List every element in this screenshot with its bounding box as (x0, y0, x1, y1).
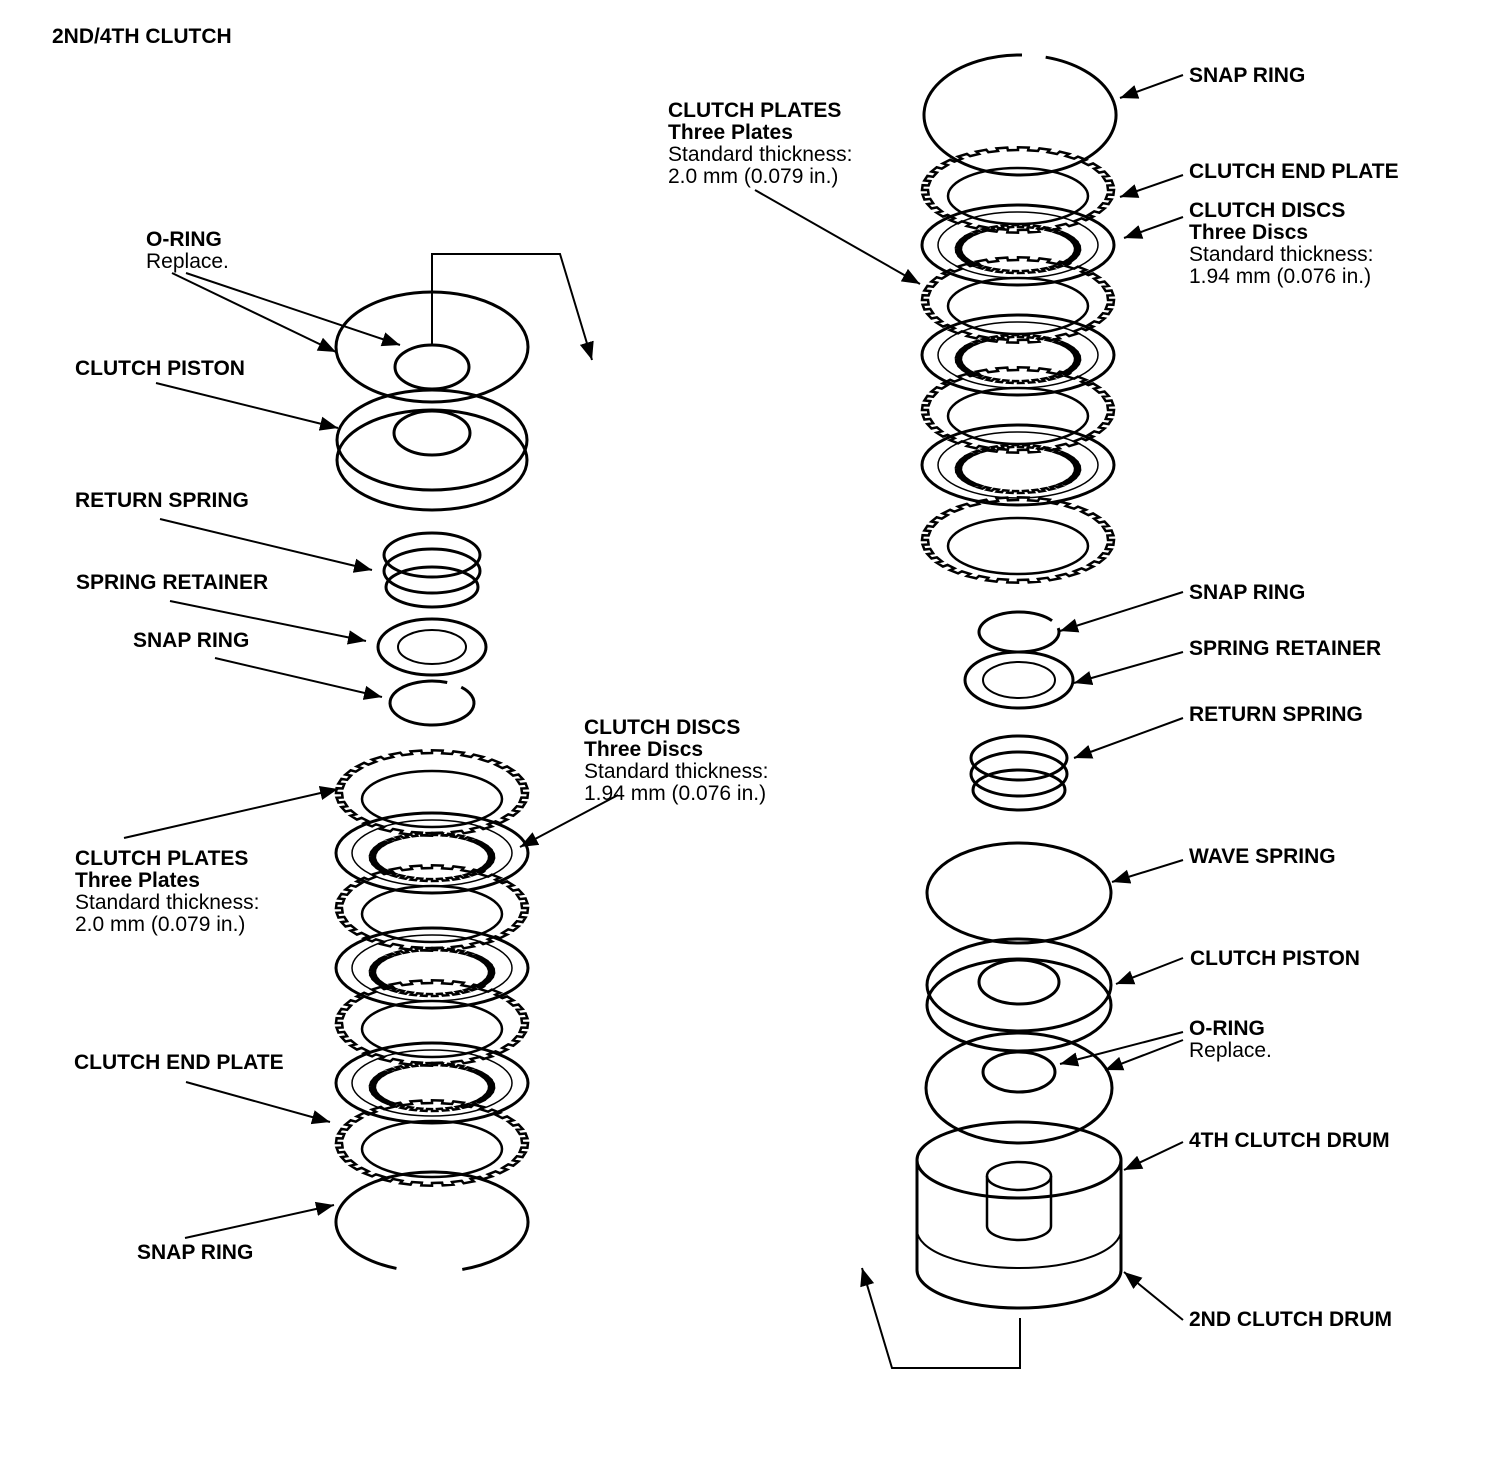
right-clutch-drum-body (915, 1160, 1123, 1310)
label-right-snap-ring-mid: SNAP RING (1189, 581, 1306, 604)
label-right-clutch-plates: CLUTCH PLATES Three Plates Standard thic… (668, 99, 853, 188)
label-right-snap-ring-top: SNAP RING (1189, 64, 1306, 87)
leader-right-spring-retainer (1073, 651, 1184, 686)
leader-left-o-ring-outer (171, 272, 337, 353)
left-clutch-end-plate-inner (360, 1119, 504, 1179)
label-left-snap-ring-upper: SNAP RING (133, 629, 250, 652)
right-return-spring-coil-1 (969, 734, 1069, 782)
leader-right-clutch-discs (1123, 216, 1184, 239)
label-right-clutch-discs: CLUTCH DISCS Three Discs Standard thickn… (1189, 199, 1374, 288)
label-left-o-ring: O-RING Replace. (146, 228, 229, 273)
leader-right-flow-arrow (860, 1267, 1021, 1369)
right-clutch-disc-2-outer (920, 313, 1116, 397)
left-return-spring-coil-1 (382, 531, 482, 579)
left-clutch-plate-2-inner (360, 884, 504, 944)
left-spring-retainer-outer (376, 617, 488, 677)
right-clutch-drum-hub-top (985, 1160, 1053, 1192)
leader-left-snap-ring-lower (184, 1201, 335, 1239)
left-clutch-disc-2-inner-spline (368, 946, 496, 998)
left-clutch-piston-bore (392, 409, 472, 457)
leader-right-clutch-end-plate (1119, 174, 1184, 198)
left-clutch-disc-2-outer (334, 926, 530, 1010)
left-snap-ring-lower (334, 1170, 530, 1271)
label-left-clutch-end-plate: CLUTCH END PLATE (74, 1051, 284, 1074)
leader-right-snap-ring-mid (1059, 591, 1184, 633)
right-snap-ring-top (922, 53, 1118, 177)
leader-left-spring-retainer (169, 600, 367, 645)
left-clutch-disc-3-inner-spline (368, 1061, 496, 1113)
left-clutch-piston-top (335, 388, 529, 492)
leader-left-clutch-end-plate (185, 1081, 331, 1125)
right-clutch-plate-3-inner (946, 516, 1090, 576)
right-clutch-piston-top (925, 937, 1113, 1033)
right-o-ring-outer (924, 1031, 1114, 1145)
label-left-clutch-discs: CLUTCH DISCS Three Discs Standard thickn… (584, 716, 769, 805)
left-clutch-piston-bottom (335, 408, 529, 512)
diagram-title: 2ND/4TH CLUTCH (52, 25, 232, 48)
left-clutch-plate-1-inner (360, 769, 504, 829)
label-right-4th-clutch-drum: 4TH CLUTCH DRUM (1189, 1129, 1390, 1152)
left-clutch-disc-3-friction (351, 1049, 513, 1117)
right-clutch-plate-3-outer (920, 496, 1116, 584)
right-o-ring-inner (981, 1050, 1057, 1094)
left-o-ring-inner (393, 343, 471, 391)
label-right-wave-spring: WAVE SPRING (1189, 845, 1336, 868)
right-clutch-disc-2-inner-spline (954, 333, 1082, 385)
right-clutch-disc-1-inner-spline (954, 223, 1082, 275)
label-left-spring-retainer: SPRING RETAINER (76, 571, 269, 594)
right-clutch-end-plate-outer (920, 146, 1116, 234)
right-clutch-disc-1-outer (920, 203, 1116, 287)
label-left-return-spring: RETURN SPRING (75, 489, 249, 512)
label-right-return-spring: RETURN SPRING (1189, 703, 1363, 726)
leader-right-o-ring-inner (1059, 1031, 1184, 1067)
leader-left-clutch-piston (155, 382, 339, 431)
leader-right-wave-spring (1111, 859, 1184, 884)
label-left-clutch-piston: CLUTCH PISTON (75, 357, 245, 380)
right-clutch-disc-3-outer (920, 423, 1116, 507)
right-clutch-drum-seam (916, 1229, 1122, 1269)
label-right-2nd-clutch-drum: 2ND CLUTCH DRUM (1189, 1308, 1392, 1331)
left-clutch-disc-3-outer (334, 1041, 530, 1125)
label-left-snap-ring-lower: SNAP RING (137, 1241, 254, 1264)
right-spring-retainer-inner (982, 661, 1056, 699)
right-4th-clutch-drum-top (915, 1120, 1123, 1200)
right-clutch-piston-bore (977, 958, 1061, 1006)
label-right-clutch-piston: CLUTCH PISTON (1190, 947, 1360, 970)
label-right-spring-retainer: SPRING RETAINER (1189, 637, 1382, 660)
left-clutch-plate-3-inner (360, 999, 504, 1059)
right-wave-spring (925, 841, 1113, 945)
leader-right-return-spring (1073, 717, 1184, 759)
label-right-clutch-end-plate: CLUTCH END PLATE (1189, 160, 1399, 183)
left-spring-retainer-inner (397, 629, 467, 665)
leader-right-o-ring-outer (1104, 1039, 1184, 1071)
label-left-clutch-plates: CLUTCH PLATES Three Plates Standard thic… (75, 847, 260, 936)
leader-right-clutch-plates (754, 189, 921, 285)
leader-right-snap-ring-top (1119, 74, 1184, 99)
left-return-spring-coil-3 (384, 565, 480, 609)
right-return-spring-coil-2 (969, 750, 1069, 798)
right-spring-retainer-outer (963, 650, 1075, 710)
right-clutch-plate-1-outer (920, 256, 1116, 344)
leader-left-snap-ring-upper (214, 657, 383, 700)
leader-right-4th-clutch-drum (1123, 1141, 1184, 1171)
leader-left-return-spring (159, 518, 373, 573)
right-clutch-plate-2-outer (920, 366, 1116, 454)
leader-right-2nd-clutch-drum (1123, 1271, 1184, 1321)
right-clutch-drum-hub (985, 1176, 1053, 1242)
leader-left-clutch-plates (123, 785, 339, 839)
right-clutch-disc-3-inner-spline (954, 443, 1082, 495)
left-snap-ring-upper (388, 679, 476, 727)
leader-right-clutch-piston (1115, 957, 1184, 985)
right-snap-ring-mid (977, 610, 1061, 654)
leader-left-o-ring-inner (185, 272, 401, 347)
left-clutch-disc-1-outer (334, 811, 530, 895)
label-right-o-ring: O-RING Replace. (1189, 1017, 1272, 1062)
left-clutch-disc-1-inner-spline (368, 831, 496, 883)
right-return-spring-coil-3 (971, 768, 1067, 812)
leader-left-flow-arrow (431, 253, 594, 361)
left-return-spring-coil-2 (382, 547, 482, 595)
leader-left-clutch-discs (519, 794, 619, 848)
